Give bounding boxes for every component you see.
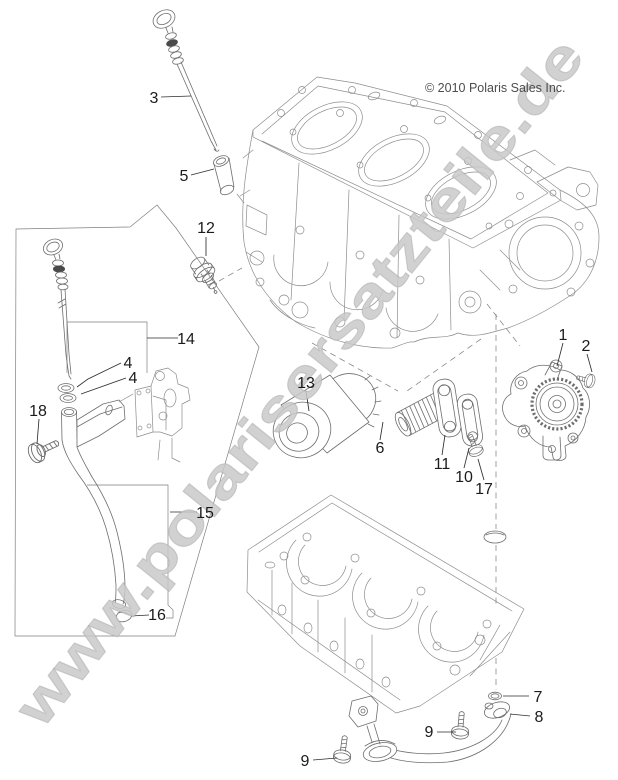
callout-label-18: 18 [29, 403, 47, 420]
pump-gear [530, 377, 584, 431]
bolt-17 [468, 434, 484, 457]
inset-box [14, 204, 260, 637]
assembly-dashed-lines [218, 267, 521, 690]
bolt-9-left [333, 735, 352, 764]
callout-label-11: 11 [434, 456, 451, 473]
callout-label-10: 10 [455, 469, 473, 486]
callout-label-7: 7 [534, 689, 543, 706]
oil-pump [502, 359, 590, 462]
tube-plug [115, 609, 133, 623]
callout-label-4b: 4 [129, 370, 138, 387]
bolt-2 [576, 373, 596, 389]
callout-leader-lines [36, 95, 593, 761]
bolt-9-right [451, 711, 470, 740]
crankcase-lower [246, 494, 525, 714]
oil-pressure-sensor [190, 256, 218, 294]
pickup-tab [348, 695, 379, 728]
callout-label-3: 3 [150, 90, 159, 107]
callout-label-17: 17 [475, 481, 493, 498]
callout-label-5: 5 [180, 168, 189, 185]
mount-boss-ghost [134, 367, 191, 463]
bearing-saddles [286, 539, 485, 663]
dipstick-inset [42, 238, 72, 380]
dipstick [152, 9, 220, 152]
right-face-detail [458, 149, 599, 314]
copyright-text: © 2010 Polaris Sales Inc. [425, 81, 566, 95]
callout-label-13: 13 [297, 375, 315, 392]
callout-label-9a: 9 [425, 724, 434, 741]
callout-label-14: 14 [177, 331, 195, 348]
deck-bolt-holes [277, 86, 557, 230]
callout-label-4a: 4 [124, 355, 133, 372]
dipstick-tube [212, 155, 245, 204]
oring-7 [488, 691, 502, 701]
pickup-tube [348, 695, 512, 764]
callout-label-2: 2 [582, 338, 591, 355]
callout-label-9b: 9 [301, 753, 310, 770]
callout-labels: 1 2 3 4 4 5 6 7 8 9 9 10 11 12 13 14 15 … [29, 90, 590, 770]
flange-bolt-18 [27, 440, 60, 464]
front-face-detail [239, 149, 452, 339]
oil-filter [272, 373, 382, 459]
oring-mid [483, 530, 507, 544]
crankcase-holes [264, 532, 492, 651]
callout-label-8: 8 [535, 709, 544, 726]
bracket-plate-10 [456, 393, 484, 447]
dipstick-washers [57, 383, 77, 403]
tube-clamp-strap [76, 399, 126, 448]
callout-label-6: 6 [376, 440, 385, 457]
engine-block-upper [239, 76, 600, 349]
crankcase-front-face [257, 569, 511, 701]
bracket-plate-11 [432, 378, 462, 438]
callout-label-12: 12 [197, 220, 215, 237]
callout-label-16: 16 [148, 607, 166, 624]
dipstick-tube-lower [61, 393, 134, 623]
callout-label-15: 15 [196, 505, 214, 522]
callout-label-1: 1 [559, 327, 568, 344]
